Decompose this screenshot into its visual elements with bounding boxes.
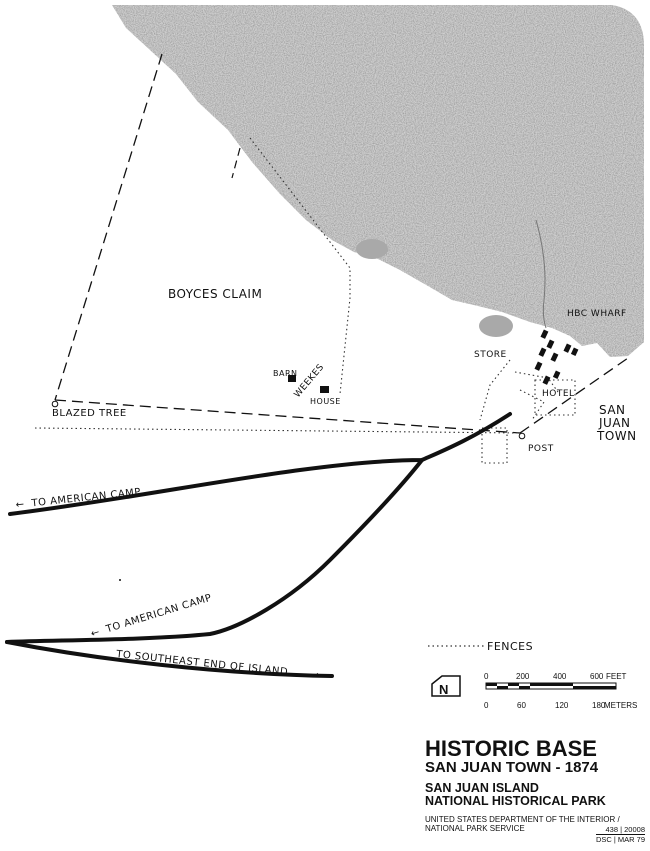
agency-line: NATIONAL PARK SERVICE	[425, 824, 525, 833]
road-label-text: TO AMERICAN CAMP	[30, 487, 141, 510]
hotel-label: HOTEL	[542, 389, 575, 399]
harbor-water	[112, 5, 644, 357]
small-island-icon	[356, 239, 513, 337]
san-juan-town-label: SAN JUAN TOWN	[596, 403, 637, 443]
legend: FENCES N 0 200 400 600 FEET 0 60 120 180…	[428, 640, 637, 710]
barn-label: BARN	[273, 369, 298, 378]
claim-boundary	[54, 53, 629, 434]
map-subtitle: SAN JUAN TOWN - 1874	[425, 759, 599, 776]
scale-feet-unit: FEET	[606, 672, 627, 681]
building-marker	[288, 329, 579, 393]
fence-line	[34, 137, 576, 464]
north-letter: N	[439, 682, 448, 697]
stream-line	[535, 219, 547, 329]
town-label-line: JUAN	[598, 416, 631, 430]
fence-legend-label: FENCES	[487, 640, 533, 653]
scale-feet-tick: 200	[516, 672, 530, 681]
map-title: HISTORIC BASE	[425, 736, 597, 761]
town-label-line: SAN	[599, 403, 626, 417]
blazed-tree-label: BLAZED TREE	[52, 408, 127, 419]
drawing-number: 438 | 20008	[605, 825, 646, 834]
scale-meter-unit: METERS	[604, 701, 637, 710]
road-label-1: ← TO AMERICAN CAMP	[15, 487, 141, 511]
arrow-left-icon: ←	[90, 627, 102, 640]
store-label: STORE	[474, 350, 507, 360]
park-name-line: SAN JUAN ISLAND	[425, 781, 539, 795]
scale-meter-tick: 120	[555, 701, 569, 710]
agency-line: UNITED STATES DEPARTMENT OF THE INTERIOR…	[425, 815, 620, 824]
scale-meter-tick: 60	[517, 701, 526, 710]
hbc-wharf-label: HBC WHARF	[567, 309, 627, 319]
stray-dot	[119, 579, 121, 581]
weekes-label: WEEKES	[293, 362, 327, 400]
scale-feet-tick: 600	[590, 672, 604, 681]
arrow-left-icon: ←	[15, 499, 25, 511]
title-block: HISTORIC BASE SAN JUAN TOWN - 1874 SAN J…	[425, 736, 647, 844]
scale-feet-tick: 400	[553, 672, 567, 681]
shore-dashed-line	[231, 147, 241, 179]
post-label: POST	[528, 444, 554, 454]
post-point	[518, 432, 526, 440]
drawing-office-date: DSC | MAR 79	[595, 834, 645, 844]
scale-meter-tick: 180	[592, 701, 606, 710]
scale-meter-tick: 0	[484, 701, 489, 710]
road-label-2: ← TO AMERICAN CAMP	[90, 593, 214, 640]
road-label-text: TO AMERICAN CAMP	[104, 593, 213, 636]
house-label: HOUSE	[310, 397, 341, 406]
town-label-line: TOWN	[596, 429, 637, 443]
drawing-number-block: 438 | 20008 DSC | MAR 79	[595, 825, 646, 844]
scale-feet-tick: 0	[484, 672, 489, 681]
blazed-tree-point	[51, 400, 59, 408]
boyces-claim-label: BOYCES CLAIM	[168, 287, 262, 301]
arrow-right-icon: →	[311, 670, 321, 682]
park-name-line: NATIONAL HISTORICAL PARK	[425, 794, 606, 808]
road-line	[5, 412, 512, 678]
north-arrow-icon: N	[431, 675, 461, 697]
scale-bar: 0 200 400 600 FEET 0 60 120 180 METERS	[484, 672, 637, 710]
